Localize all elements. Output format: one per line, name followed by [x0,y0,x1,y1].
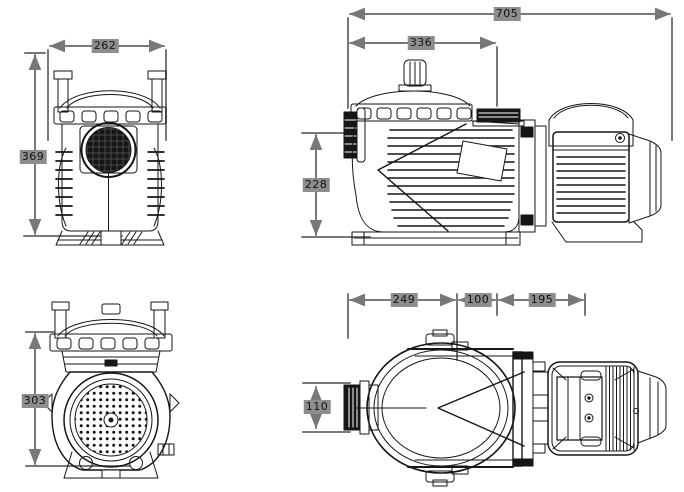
front-strainer-lid [53,90,167,125]
dim-label-side-inlet: 228 [302,178,330,192]
side-seal-bracket [518,119,547,233]
side-pump-base [351,231,521,246]
side-body-fins [387,129,515,227]
dim-label-front-height: 369 [19,150,47,164]
plan-motor-fins [605,366,635,451]
plan-volute-arm [407,341,514,475]
front-window-mesh [85,127,132,173]
side-strainer-lid [350,59,473,122]
dim-label-plan-motor: 195 [528,293,556,307]
dim-label-side-body: 336 [407,36,435,50]
front-fins [55,151,165,216]
plan-motor-end-cap [637,370,667,444]
plan-seal-bracket [512,351,549,467]
side-suction-port [343,107,366,163]
dim-label-plan-mid: 100 [464,293,492,307]
plan-motor [547,361,667,456]
dim-label-rear-height: 303 [21,394,49,408]
front-view-dimension-lines [23,39,167,237]
side-view-drawing [301,7,673,246]
dim-label-side-overall: 705 [493,7,521,21]
side-motor-base [551,221,643,243]
rear-neck [61,350,161,373]
front-view-drawing [23,39,167,246]
rear-base-feet [63,443,175,479]
dim-label-plan-inlet: 110 [303,400,331,414]
rear-handles [51,301,169,339]
front-base [55,230,165,246]
front-handles [53,70,167,113]
side-discharge-port [472,108,525,127]
side-pump-body [351,120,520,233]
rear-view-drawing [25,301,180,479]
dim-label-plan-pump: 249 [390,293,418,307]
plan-view-drawing [302,293,667,487]
side-terminal-cover [548,103,634,147]
front-tank-body [58,122,162,235]
dim-label-front-width: 262 [91,39,119,53]
rear-strainer-lid [49,319,173,352]
side-motor-end-bell [628,133,662,224]
plan-pump-housing [355,329,525,487]
side-motor-fins [556,156,626,214]
side-motor [548,103,662,243]
rear-motor-shroud [42,371,180,471]
